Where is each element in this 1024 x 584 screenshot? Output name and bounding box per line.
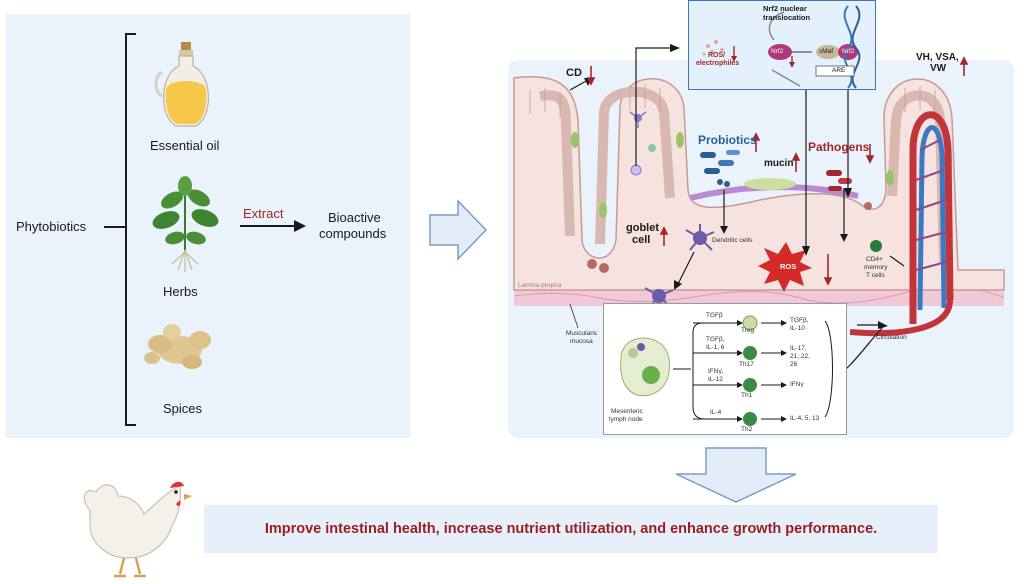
flow-down-arrow [675, 447, 797, 503]
immune-graphics [620, 315, 833, 426]
th1-output: IFNγ [790, 381, 804, 388]
cd4-label-line2: memory [864, 264, 888, 271]
cd-label: CD [566, 67, 582, 79]
essential-oil-label: Essential oil [150, 138, 220, 153]
lymph-node-label-line1: Mesenteric [611, 408, 643, 415]
th1-cell-icon [743, 378, 757, 392]
smaf-label: sMaf [819, 48, 834, 55]
ros-burst-icon [758, 242, 812, 292]
treg-cell-icon [742, 315, 758, 331]
nrf2-graphics [702, 5, 861, 89]
ifn-label-line1: IFNγ, [708, 368, 724, 375]
probiotics-bacteria-icon [700, 150, 740, 187]
nrf2-bound-icon [838, 44, 858, 60]
ros-dots-icon [702, 40, 724, 56]
herb-plant-icon [152, 176, 219, 272]
cd4-label-line1: CD4+ [866, 256, 883, 263]
th1-label: Th1 [741, 392, 753, 399]
flow-right-arrow [429, 199, 488, 261]
blood-vessel-icon [849, 111, 954, 337]
treg-output-line1: TGFβ, [790, 317, 809, 324]
muscularis-label-line1: Muscularis [566, 330, 598, 337]
th17-output-line1: IL-17, [790, 345, 807, 352]
nrf2-bound-label: Nrf2 [842, 48, 855, 55]
essential-oil-bottle-icon [154, 42, 209, 127]
dendritic-cell-icon [685, 224, 715, 251]
tgfb-label: TGFβ [706, 312, 723, 319]
treg-output-line2: IL-10 [790, 325, 805, 332]
dendritic-cell-migrating-icon [644, 287, 674, 309]
vh-vsa-label-line2: VW [930, 63, 947, 74]
phytobiotics-label: Phytobiotics [16, 219, 87, 234]
are-element [815, 65, 855, 77]
lamina-propria-label: Lamina propria [518, 282, 562, 289]
pathogen-bacteria-icon [826, 170, 852, 191]
lymph-node-label-line2: lymph node [609, 416, 643, 423]
th2-cell-icon [743, 412, 757, 426]
differentiation-lines [673, 320, 833, 420]
treg-label: Treg [741, 327, 755, 334]
spices-label: Spices [163, 401, 203, 416]
cd4-memory-t-cell-icon [870, 240, 882, 252]
chicken-icon [83, 481, 192, 578]
th17-output-line3: 26 [790, 361, 798, 368]
signal-arrows [569, 47, 905, 381]
bracket [125, 33, 136, 426]
differentiation-arrowheads [737, 320, 787, 422]
nrf2-label: Nrf2 [771, 48, 784, 55]
ifn-label-line2: IL-12 [708, 376, 723, 383]
lymph-node-icon [620, 337, 670, 397]
dendritic-cells-label: Dendritic cells [712, 237, 753, 244]
vh-vsa-label-line1: VH, VSA, [916, 52, 959, 63]
th17-cell-icon [743, 346, 757, 360]
goblet-cell-label-line2: cell [632, 234, 651, 246]
nrf2-title-line1: Nrf2 nuclear [763, 4, 807, 13]
th2-label: Th2 [741, 426, 753, 433]
bioactive-label-line1: Bioactive [328, 210, 381, 225]
pathogens-label: Pathogens [808, 140, 870, 154]
outcome-text: Improve intestinal health, increase nutr… [264, 521, 878, 537]
mucin-blob [744, 178, 796, 190]
outcome-banner: Improve intestinal health, increase nutr… [204, 505, 938, 553]
goblet-cell-label-line1: goblet [626, 222, 659, 234]
ginger-spice-icon [144, 324, 211, 369]
ros-electrophiles-line2: electrophiles [696, 60, 740, 67]
ros-electrophiles-line1: ROS/ [708, 52, 726, 59]
extract-label: Extract [243, 206, 284, 221]
th2-output: IL-4, 5, 13 [790, 415, 820, 422]
nrf2-title-line2: translocation [763, 13, 811, 22]
th17-output-line2: 21, 22, [790, 353, 810, 360]
smaf-protein-icon [816, 45, 840, 59]
cd4-label-line3: T cells [866, 272, 885, 279]
muscularis-label-line2: mucosa [570, 338, 593, 345]
bioactive-label-line2: compounds [319, 226, 387, 241]
extract-arrow-head [294, 220, 306, 232]
tgfb-il-label-line2: IL-1, 6 [706, 344, 725, 351]
ros-label: ROS [780, 262, 797, 271]
th17-label: Th17 [739, 361, 754, 368]
tgfb-il-label-line1: TGFβ, [706, 336, 725, 343]
are-label: ARE [832, 67, 846, 74]
nrf2-protein-icon [768, 44, 792, 60]
il4-label: IL-4 [710, 409, 722, 416]
herbs-label: Herbs [163, 284, 198, 299]
circulation-label: Circulation [876, 334, 907, 341]
mucin-label: mucin [764, 158, 794, 169]
probiotics-label: Probiotics [698, 133, 757, 147]
